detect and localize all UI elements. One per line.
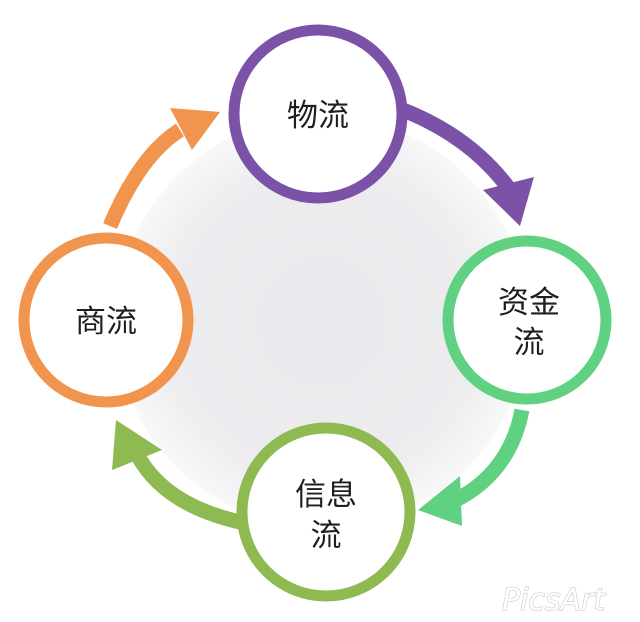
arrow-zijin-to-xinxi <box>418 408 530 526</box>
arrow-xinxi-to-shang <box>112 420 242 530</box>
node-wuliu: 物流 <box>228 24 408 204</box>
node-zijin-label-line1: 资金 <box>498 285 560 321</box>
node-zijin-label-line2: 流 <box>514 325 545 361</box>
picsart-watermark: PicsArt <box>502 583 606 618</box>
node-wuliu-ring <box>228 24 408 204</box>
node-zijin-ring <box>442 235 612 405</box>
arrow-wuliu-to-zijin <box>395 100 534 226</box>
node-shang-label: 商流 <box>75 304 137 340</box>
node-xinxi-ring <box>236 422 416 602</box>
node-shang-ring <box>18 232 194 408</box>
node-xinxi-label-line2: 流 <box>311 518 342 554</box>
arrow-shang-to-wuliu <box>103 108 220 229</box>
node-shang: 商流 <box>18 232 194 408</box>
node-xinxi-label-line1: 信息 <box>295 477 357 513</box>
center-disc <box>116 116 528 528</box>
node-xinxi: 信息 流 <box>236 422 416 602</box>
node-wuliu-label: 物流 <box>287 98 349 134</box>
node-zijin: 资金 流 <box>442 235 612 405</box>
